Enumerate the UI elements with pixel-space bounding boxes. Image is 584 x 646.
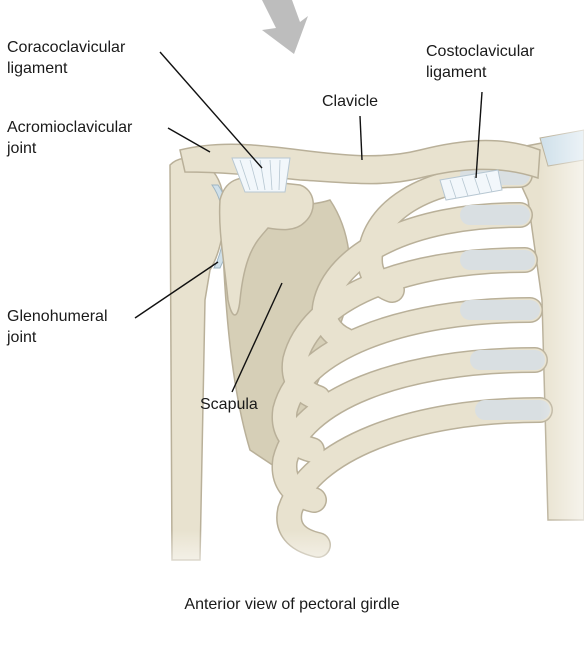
leader-coracoclavicular: [159, 51, 263, 169]
label-coracoclavicular-ligament: Coracoclavicular ligament: [7, 39, 126, 77]
label-acromioclavicular-joint: Acromioclavicular joint: [7, 119, 133, 157]
scapula-head: [218, 177, 314, 316]
leader-glenohumeral: [134, 261, 219, 319]
humerus: [169, 157, 226, 561]
view-direction-arrow: [262, 0, 308, 54]
label-costoclavicular-ligament: Costoclavicular ligament: [426, 43, 535, 81]
coracoclavicular-ligament-shape: [231, 157, 291, 193]
leader-lines: [134, 51, 483, 393]
figure-caption: Anterior view of pectoral girdle: [184, 596, 400, 613]
label-glenohumeral-joint: Glenohumeral joint: [7, 308, 108, 346]
leader-scapula: [231, 282, 283, 393]
label-clavicle: Clavicle: [322, 93, 379, 110]
leader-acromioclavicular: [167, 127, 211, 153]
label-scapula: Scapula: [200, 396, 258, 413]
leader-costoclavicular: [475, 91, 483, 179]
leader-clavicle: [359, 115, 363, 161]
costoclavicular-ligament-shape: [439, 169, 503, 201]
